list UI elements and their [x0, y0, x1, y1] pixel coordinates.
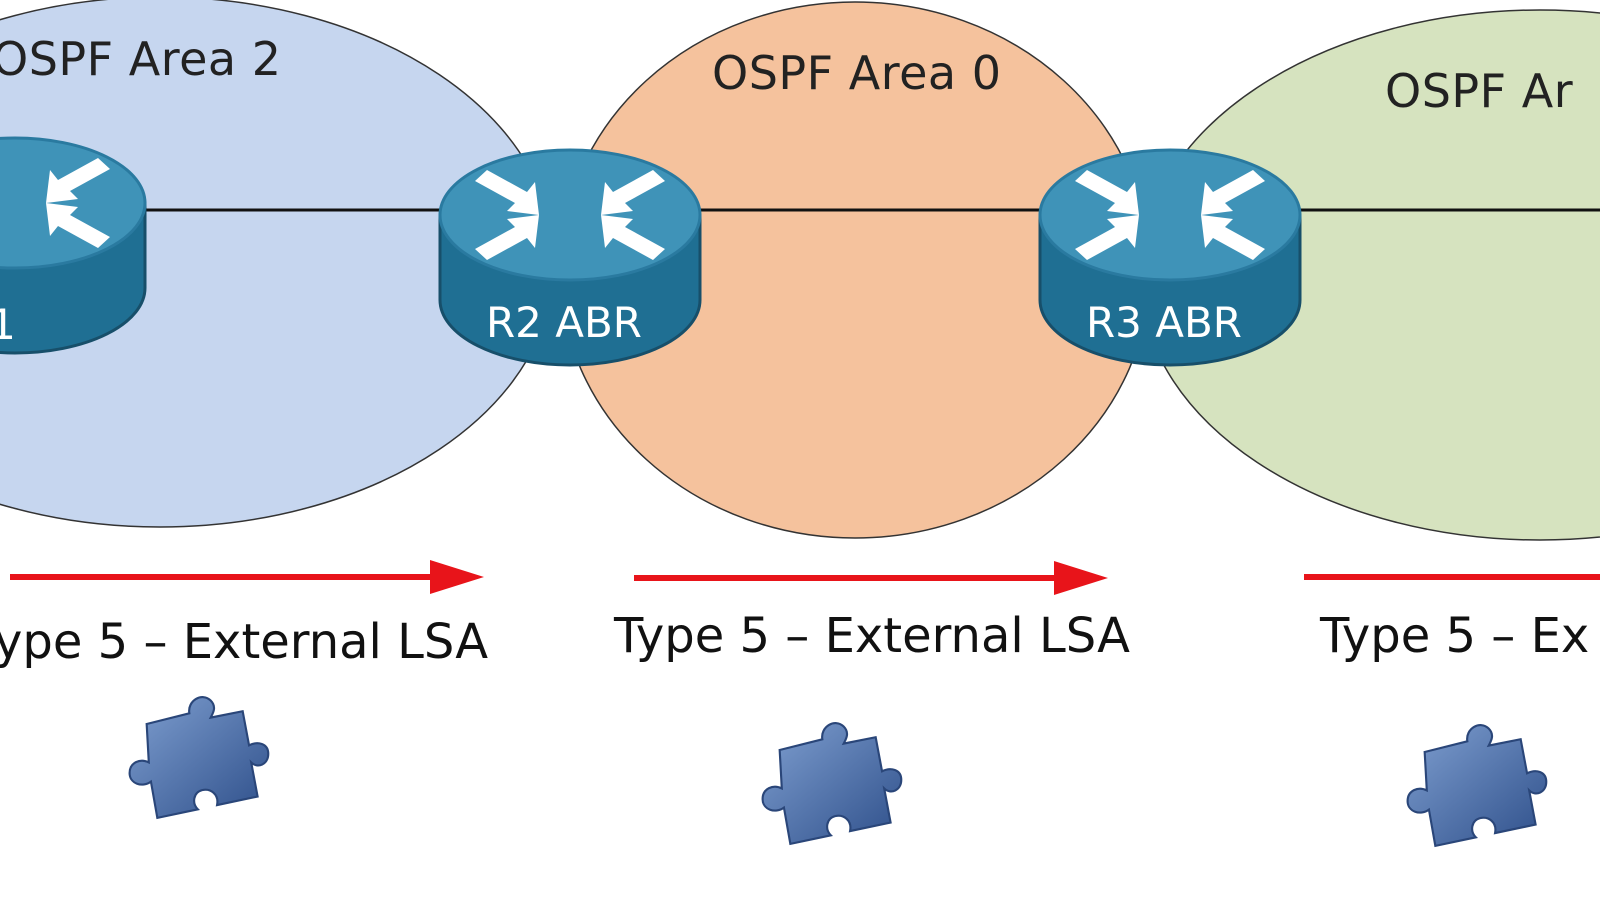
router-r3-label: R3 ABR — [1086, 298, 1242, 347]
router-icon[interactable] — [0, 136, 147, 355]
puzzle-piece-icon — [761, 722, 903, 845]
lsa-label-right: Type 5 – Ex — [1320, 608, 1590, 664]
router-r2-label: R2 ABR — [486, 298, 642, 347]
area-2-label: OSPF Area 2 — [0, 32, 282, 86]
lsa-arrow-left — [10, 560, 484, 594]
puzzle-piece-icon — [128, 696, 270, 819]
lsa-label-middle: Type 5 – External LSA — [614, 608, 1130, 664]
lsa-arrow-middle — [634, 561, 1108, 595]
lsa-label-left: ype 5 – External LSA — [0, 614, 489, 670]
area-0-label: OSPF Area 0 — [712, 46, 1002, 100]
router-r1-label: R1 — [0, 300, 16, 349]
puzzle-piece-icon — [1406, 724, 1548, 847]
area-x-label: OSPF Ar — [1385, 64, 1574, 118]
